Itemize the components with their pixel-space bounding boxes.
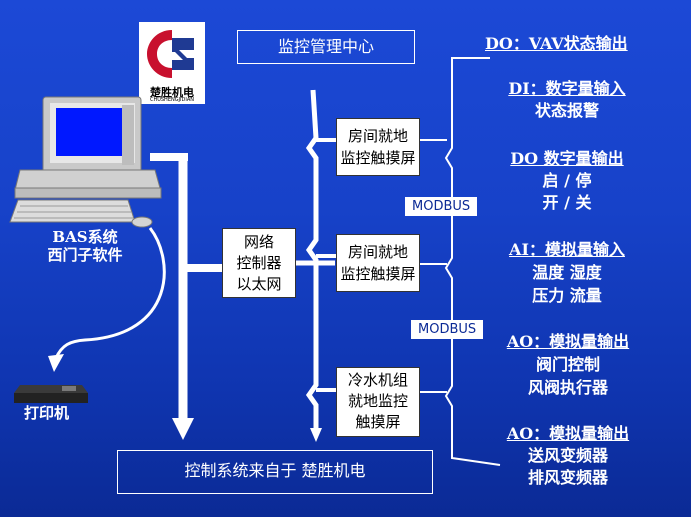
footer-box: 控制系统来自于 楚胜机电 bbox=[117, 450, 433, 494]
chiller-touchscreen-box: 冷水机组 就地监控 触摸屏 bbox=[336, 367, 420, 437]
modbus-label-2: MODBUS bbox=[411, 320, 484, 339]
printer-label: 打印机 bbox=[24, 404, 70, 422]
main-trunk-arrowhead bbox=[172, 418, 194, 440]
field-bus-arrowhead bbox=[310, 428, 322, 442]
signal-do-vav: DO：VAV状态输出 bbox=[485, 34, 628, 53]
field-bus-line bbox=[305, 89, 319, 428]
signal-do-digital: DO 数字量输出 启 / 停 开 / 关 bbox=[510, 149, 624, 212]
signal-ai: AI：模拟量输入 温度 湿度 压力 流量 bbox=[509, 240, 625, 305]
logo-brand-cn: 楚胜机电 bbox=[150, 86, 194, 99]
network-controller-box: 网络 控制器 以太网 bbox=[222, 228, 296, 298]
modbus-label-1: MODBUS bbox=[405, 197, 478, 216]
signal-ao-vfd: AO：模拟量输出 送风变频器 排风变频器 bbox=[506, 424, 630, 487]
signal-bracket-line bbox=[444, 57, 501, 466]
room-touchscreen-box-1: 房间就地 监控触摸屏 bbox=[336, 118, 420, 176]
printer-link-line bbox=[54, 227, 166, 359]
printer-link-arrowhead bbox=[48, 354, 64, 372]
logo-mark-icon bbox=[147, 30, 194, 78]
pc-label: BAS系统 西门子软件 bbox=[47, 228, 123, 264]
signal-ao-valve: AO：模拟量输出 阀门控制 风阀执行器 bbox=[506, 332, 630, 397]
monitor-center-box: 监控管理中心 bbox=[237, 30, 415, 64]
room-touchscreen-box-2: 房间就地 监控触摸屏 bbox=[336, 234, 420, 292]
company-logo: 楚胜机电 CHUSHENGJIDIAN bbox=[139, 22, 205, 104]
signal-di: DI：数字量输入 状态报警 bbox=[508, 79, 626, 120]
logo-brand-en: CHUSHENGJIDIAN bbox=[149, 97, 195, 103]
